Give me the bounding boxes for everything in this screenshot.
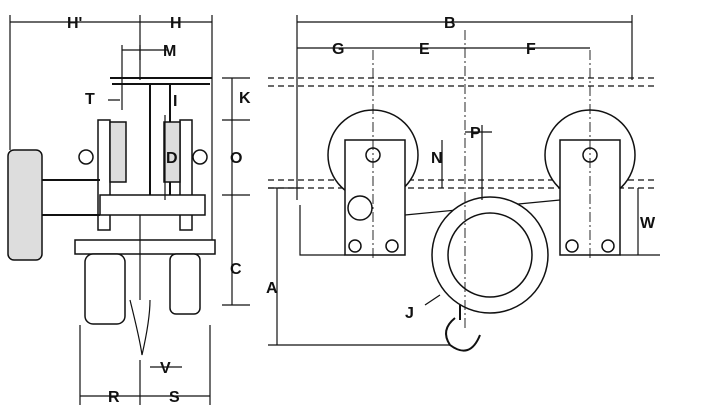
label-h-prime: H': [67, 15, 82, 32]
bottom-hook: [445, 305, 481, 352]
a-dim: [268, 187, 450, 346]
hoist-frame: [74, 239, 216, 255]
label-d: D: [166, 150, 178, 167]
j-dim: [424, 294, 441, 306]
label-v: V: [160, 360, 171, 377]
label-n: N: [431, 150, 443, 167]
d-t-dims: [108, 99, 166, 200]
hoist-drum: [447, 212, 533, 298]
bolt: [192, 149, 208, 165]
label-m: M: [163, 43, 176, 60]
k-o-c-dims: [222, 77, 250, 306]
front-view: B G E F P N W A J: [266, 15, 660, 352]
bolt: [385, 239, 399, 253]
beam-web: [110, 77, 212, 200]
gear-housing: [84, 253, 126, 325]
m-dim: [121, 45, 168, 110]
label-b: B: [444, 15, 456, 32]
beam-outline: [268, 77, 655, 189]
label-c: C: [230, 261, 242, 278]
bolt: [348, 239, 362, 253]
label-o: O: [230, 150, 242, 167]
label-a: A: [266, 280, 278, 297]
axle: [42, 179, 100, 216]
label-p: P: [470, 125, 481, 142]
chain-container: [169, 253, 201, 315]
bolt: [601, 239, 615, 253]
bolt: [565, 239, 579, 253]
label-r: R: [108, 389, 120, 406]
label-h: H: [170, 15, 182, 32]
b-dim: [296, 15, 633, 200]
r-s-v-dims: [79, 325, 211, 405]
right-wheel: [163, 121, 181, 183]
label-e: E: [419, 41, 430, 58]
label-g: G: [332, 41, 344, 58]
label-k: K: [239, 90, 251, 107]
hand-chain-wheel: [7, 149, 43, 261]
w-dim: [620, 188, 660, 256]
label-s: S: [169, 389, 180, 406]
label-i: I: [173, 93, 177, 110]
label-f: F: [526, 41, 536, 58]
label-w: W: [640, 215, 656, 232]
h-dim-lines: [9, 15, 213, 240]
crossbar: [99, 194, 206, 216]
side-view: H' H M T I K D O C R V S: [7, 15, 251, 406]
hook: [129, 215, 151, 356]
gear-hub: [347, 195, 373, 221]
center-lines: [372, 30, 591, 330]
label-j: J: [405, 305, 414, 322]
bolt: [78, 149, 94, 165]
p-dim: [465, 125, 492, 200]
label-t: T: [85, 91, 95, 108]
left-wheel: [109, 121, 127, 183]
